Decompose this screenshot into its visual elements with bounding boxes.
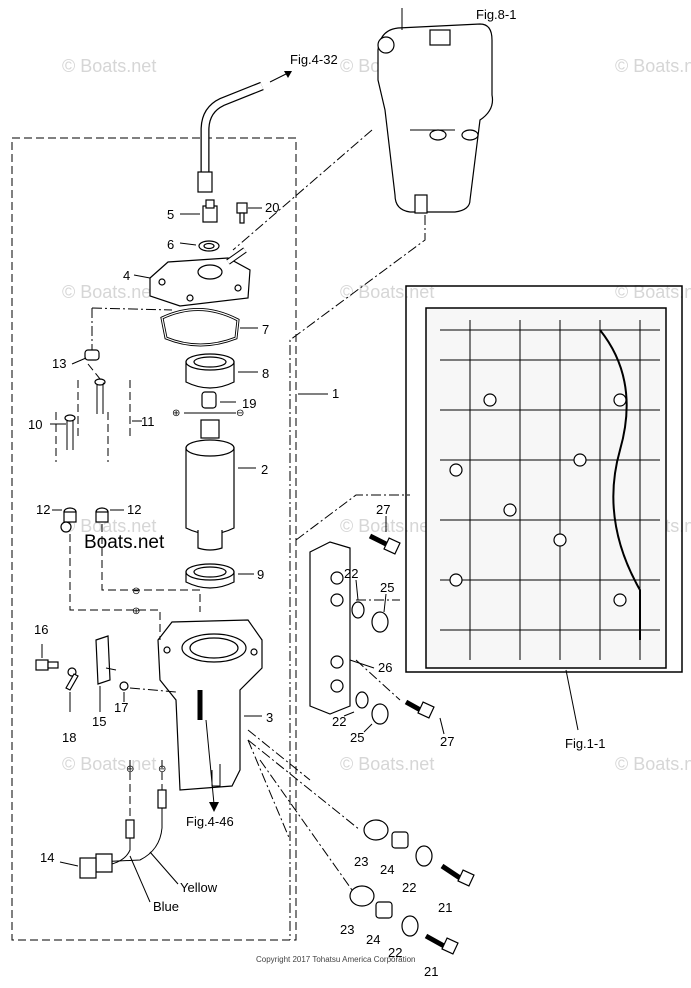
callout-1: 1: [332, 386, 339, 401]
plus-symbol: ⊕: [126, 764, 134, 775]
callout-25: 25: [350, 730, 364, 745]
callout-27: 27: [440, 734, 454, 749]
leader-line: [69, 534, 161, 640]
callout-27: 27: [376, 502, 390, 517]
part-27-bolts: [368, 516, 445, 735]
vapor-separator-fig-8-1: [377, 8, 494, 214]
part-3-pump-housing: [157, 619, 263, 791]
callout-12: 12: [127, 502, 141, 517]
callout-10: 10: [28, 417, 42, 432]
callout-14: 14: [40, 850, 54, 865]
callout-24: 24: [380, 862, 394, 877]
part-17-washer: [119, 681, 129, 691]
minus-symbol: ⊖: [236, 408, 244, 419]
watermark: © Boats.net: [615, 754, 691, 774]
callout-22: 22: [388, 945, 402, 960]
parts-22-25: [343, 579, 389, 733]
watermark: © Boats.net: [62, 516, 156, 536]
fig-1-1-ref[interactable]: Fig.1-1: [565, 736, 605, 751]
callout-22: 22: [402, 880, 416, 895]
watermark: © Boats.net: [340, 754, 434, 774]
fig-4-32-ref[interactable]: Fig.4-32: [290, 52, 338, 67]
watermark: © Boats.net: [340, 516, 434, 536]
leader-line: [289, 215, 426, 940]
callout-3: 3: [266, 710, 273, 725]
callout-17: 17: [114, 700, 128, 715]
minus-symbol: ⊖: [132, 586, 140, 597]
part-14-harness: ⊕ ⊖: [59, 760, 179, 903]
part-4-pump-cover: [149, 247, 251, 307]
assembly-boundary: [11, 137, 297, 941]
watermark: © Boats.net: [62, 56, 156, 76]
callout-13: 13: [52, 356, 66, 371]
wire-color-yellow: Yellow: [180, 880, 218, 895]
fig-4-46-ref[interactable]: Fig.4-46: [186, 814, 234, 829]
callout-7: 7: [262, 322, 269, 337]
inline-watermark: Boats.net: [84, 532, 165, 553]
callout-19: 19: [242, 396, 256, 411]
wire-color-blue: Blue: [153, 899, 179, 914]
watermark: © Boats.net: [340, 282, 434, 302]
callout-23: 23: [354, 854, 368, 869]
leader-line: [232, 129, 373, 251]
fig-1-1-frame: [405, 285, 683, 673]
part-13-cap: [84, 349, 100, 361]
callout-21: 21: [424, 964, 438, 979]
leader-line: [101, 524, 201, 612]
callout-9: 9: [257, 567, 264, 582]
part-26-bracket: [295, 494, 410, 715]
part-9-ring: [185, 563, 235, 589]
callout-2: 2: [261, 462, 268, 477]
callout-25: 25: [380, 580, 394, 595]
part-5-nipple: [202, 199, 218, 223]
callout-23: 23: [340, 922, 354, 937]
callout-16: 16: [34, 622, 48, 637]
callout-8: 8: [262, 366, 269, 381]
part-19-connector: [201, 391, 217, 409]
engine-block-fig-1-1: [425, 307, 667, 669]
part-15-bracket: [95, 635, 117, 685]
watermark: © Boats.net: [615, 56, 691, 76]
callout-21: 21: [438, 900, 452, 915]
callout-22: 22: [332, 714, 346, 729]
plus-symbol: ⊕: [132, 606, 140, 617]
callout-18: 18: [62, 730, 76, 745]
part-12-grommets: [52, 507, 124, 533]
callout-26: 26: [378, 660, 392, 675]
fig-8-1-ref[interactable]: Fig.8-1: [476, 7, 516, 22]
copyright-notice: Copyright 2017 Tohatsu America Corporati…: [256, 955, 416, 964]
callout-12: 12: [36, 502, 50, 517]
plus-symbol: ⊕: [172, 408, 180, 419]
callout-20: 20: [265, 200, 279, 215]
clips-10-11-13: [50, 349, 142, 462]
part-8-ring-nut: [185, 353, 235, 389]
part-16-bolt: [35, 659, 59, 671]
hose-to-fig-4-32: [197, 71, 292, 193]
watermark: © Boats.net: [62, 754, 156, 774]
part-2-fuel-pump: [185, 419, 235, 551]
callout-22: 22: [344, 566, 358, 581]
callout-6: 6: [167, 237, 174, 252]
parts-21-24-lower: [247, 739, 475, 955]
callout-numbers: 1 2 3 4 5 6 7 8 9 10 11 12 12 13 14 15 1…: [28, 200, 454, 979]
callout-15: 15: [92, 714, 106, 729]
watermark: © Boats.net: [615, 282, 691, 302]
part-20-screw: [236, 202, 248, 224]
callout-5: 5: [167, 207, 174, 222]
minus-symbol: ⊖: [158, 764, 166, 775]
callout-11: 11: [141, 414, 155, 429]
watermark: © Boats.net: [62, 282, 156, 302]
callout-24: 24: [366, 932, 380, 947]
callout-4: 4: [123, 268, 130, 283]
